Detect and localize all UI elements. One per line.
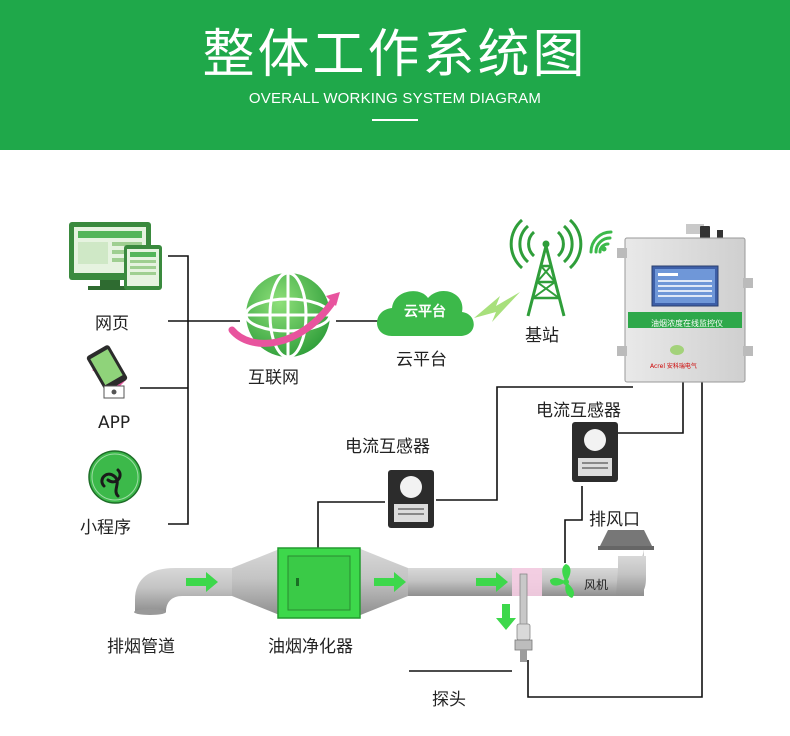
title-underline	[372, 119, 418, 121]
fan-icon	[550, 564, 574, 598]
fan-label: 风机	[584, 578, 609, 592]
purifier-label: 油烟净化器	[268, 637, 353, 657]
phone-icon	[86, 345, 128, 399]
device-brand-label: Acrel 安科瑞电气	[650, 363, 697, 370]
mini-program-label: 小程序	[80, 518, 131, 538]
header-banner: 整体工作系统图 OVERALL WORKING SYSTEM DIAGRAM	[0, 0, 790, 150]
device-panel-label: 油烟浓度在线监控仪	[651, 319, 723, 328]
app-label: APP	[98, 413, 131, 433]
monitor-icon	[69, 222, 162, 290]
base-station-label: 基站	[525, 326, 559, 346]
cloud-icon	[377, 290, 474, 336]
current-transformer-left	[388, 470, 434, 528]
monitoring-device	[617, 224, 753, 383]
exhaust-duct	[134, 530, 654, 616]
internet-label: 互联网	[248, 368, 299, 388]
exhaust-duct-label: 排烟管道	[107, 637, 175, 657]
web-label: 网页	[95, 314, 129, 334]
connection-lines	[140, 255, 703, 698]
lightning-icon	[474, 292, 520, 322]
oil-fume-purifier	[277, 547, 361, 619]
cloud-icon-label: 云平台	[404, 304, 446, 320]
mini-program-icon	[88, 450, 142, 504]
probe-label: 探头	[432, 690, 466, 710]
flow-arrows	[186, 572, 516, 630]
cloud-platform-label: 云平台	[396, 350, 447, 370]
page-title: 整体工作系统图	[202, 25, 588, 85]
exhaust-outlet-label: 排风口	[589, 510, 640, 530]
ct-right-label: 电流互感器	[536, 401, 621, 421]
globe-icon	[228, 271, 340, 359]
page-subtitle: OVERALL WORKING SYSTEM DIAGRAM	[248, 90, 542, 107]
ct-left-label: 电流互感器	[345, 437, 430, 457]
tower-icon	[509, 218, 583, 317]
current-transformer-right	[572, 422, 618, 482]
probe-icon	[514, 573, 533, 662]
wireless-icon	[589, 230, 613, 254]
